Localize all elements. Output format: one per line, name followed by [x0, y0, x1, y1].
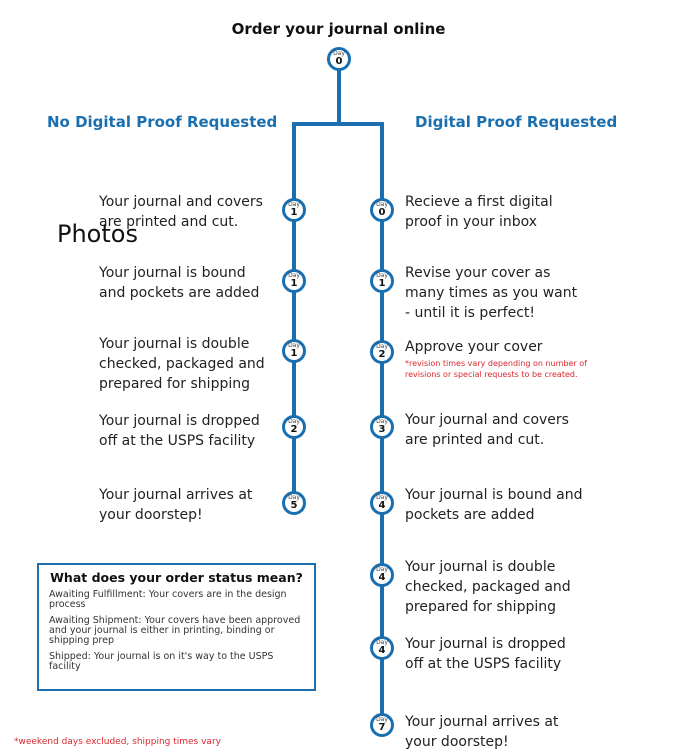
left-step-text: Your journal is dropped off at the USPS … [99, 413, 260, 449]
order-status-legend: What does your order status mean? Awaiti… [37, 563, 316, 691]
left-step-text: Your journal arrives at your doorstep! [99, 487, 253, 523]
left-step-text: Your journal is bound and pockets are ad… [99, 265, 260, 301]
left-step-text: Your journal is double checked, packaged… [99, 336, 265, 392]
right-step-day-badge: Day 4 [370, 563, 394, 587]
right-step-text: Your journal arrives at your doorstep! [405, 714, 559, 750]
right-column-heading: Digital Proof Requested [415, 113, 618, 131]
left-step-day-badge: Day 2 [282, 415, 306, 439]
footnote: *weekend days excluded, shipping times v… [14, 737, 221, 747]
right-step-day-badge: Day 2 [370, 340, 394, 364]
legend-item: Awaiting Shipment: Your covers have been… [49, 615, 301, 646]
left-step-day-badge: Day 1 [282, 269, 306, 293]
right-step-text: Your journal is dropped off at the USPS … [405, 636, 566, 672]
right-step-text: Recieve a first digital proof in your in… [405, 194, 553, 230]
page-title: Order your journal online [231, 20, 446, 38]
right-step-day-badge: Day 1 [370, 269, 394, 293]
left-step-day-badge: Day 1 [282, 339, 306, 363]
right-step-text: Approve your cover [405, 339, 543, 355]
left-step-day-badge: Day 1 [282, 198, 306, 222]
right-step-text: Your journal is bound and pockets are ad… [405, 487, 583, 523]
right-step-day-badge: Day 0 [370, 198, 394, 222]
photos-label: Photos [57, 220, 138, 248]
right-step-text: Your journal and covers are printed and … [405, 412, 569, 448]
legend-item: Awaiting Fulfillment: Your covers are in… [49, 589, 287, 610]
right-step-day-badge: Day 4 [370, 636, 394, 660]
legend-item: Shipped: Your journal is on it's way to … [49, 651, 274, 672]
left-step-day-badge: Day 5 [282, 491, 306, 515]
right-step-text: Revise your cover as many times as you w… [405, 265, 578, 321]
right-step-day-badge: Day 4 [370, 491, 394, 515]
start-day-badge: Day 0 [327, 47, 351, 71]
right-step-day-badge: Day 7 [370, 713, 394, 737]
legend-title: What does your order status mean? [50, 570, 303, 585]
revision-note: *revision times vary depending on number… [405, 359, 587, 379]
left-step-text: Your journal and covers are printed and … [99, 194, 263, 230]
left-column-heading: No Digital Proof Requested [47, 113, 278, 131]
right-step-day-badge: Day 3 [370, 415, 394, 439]
right-step-text: Your journal is double checked, packaged… [405, 559, 571, 615]
